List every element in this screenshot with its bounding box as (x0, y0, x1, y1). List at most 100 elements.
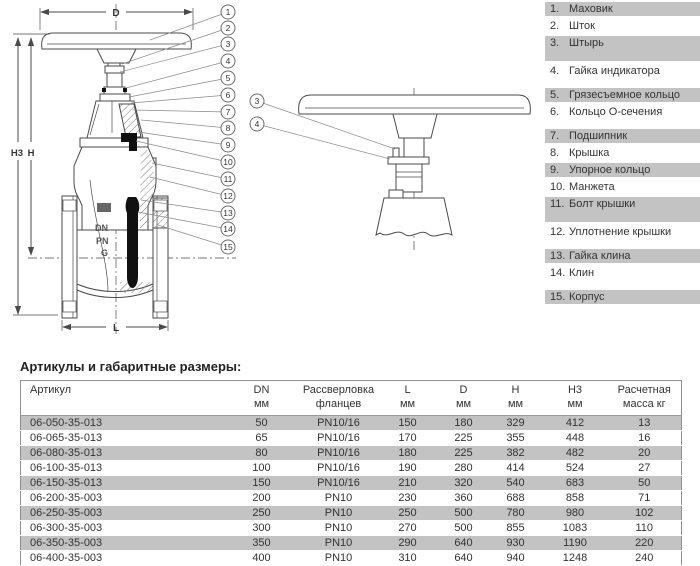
spec-table-cell: PN10 (300, 505, 377, 521)
part-number: 7. (550, 130, 560, 142)
spec-table-cell: 500 (438, 520, 489, 536)
spec-table-cell: 06-150-35-013 (20, 475, 223, 491)
spec-table-cell: PN10/16 (300, 415, 377, 431)
callout-circle (220, 87, 236, 103)
callout-circle (220, 205, 236, 221)
part-number: 5. (550, 89, 560, 101)
callout-circle (220, 70, 236, 86)
spec-table-column-header: Артикул (20, 380, 223, 416)
callout-number: 2 (226, 23, 231, 33)
spec-table-cell: 220 (607, 535, 682, 551)
spec-table-cell: 150 (222, 475, 301, 491)
part-label: Кольцо О-сечения (569, 106, 663, 118)
callout-circle (249, 116, 265, 132)
spec-table-cell: 930 (488, 535, 543, 551)
spec-table-cell: PN10/16 (300, 430, 377, 446)
spec-table-cell: 16 (607, 430, 682, 446)
callout-number: 14 (223, 224, 233, 234)
part-label: Гайка индикатора (569, 65, 660, 77)
parts-list-item: 7.Подшипник (545, 129, 700, 143)
spec-table-cell: 688 (488, 490, 543, 506)
spec-table-cell: 414 (488, 460, 543, 476)
part-label: Корпус (569, 291, 605, 303)
part-number: 13. (550, 250, 566, 262)
parts-list-item: 6.Кольцо О-сечения (545, 105, 700, 119)
spec-table-cell: PN10/16 (300, 475, 377, 491)
parts-list-item: 5.Грязесъемное кольцо (545, 88, 700, 102)
part-label: Штырь (569, 37, 604, 49)
spec-table-cell: 230 (376, 490, 439, 506)
spec-table-cell: 382 (488, 445, 543, 461)
spec-table-cell: 980 (542, 505, 608, 521)
parts-list-item: 15.Корпус (545, 290, 700, 304)
spec-table-cell: 1083 (542, 520, 608, 536)
spec-table-cell: 50 (607, 475, 682, 491)
spec-table-cell: 355 (488, 430, 543, 446)
part-number: 9. (550, 164, 560, 176)
spec-table-cell: 329 (488, 415, 543, 431)
spec-table-cell: 71 (607, 490, 682, 506)
spec-table-cell: PN10 (300, 550, 377, 566)
callout-number: 1 (226, 7, 231, 17)
callout-number: 3 (255, 96, 260, 106)
spec-table-cell: 06-200-35-003 (20, 490, 223, 506)
part-label: Уплотнение крышки (569, 226, 672, 238)
dimension-H3-H (13, 33, 58, 316)
part-number: 8. (550, 147, 560, 159)
body-marking-DN: DN (95, 223, 108, 233)
part-label: Крышка (569, 147, 610, 159)
spec-table-cell: 250 (222, 505, 301, 521)
spec-table-cell: 1190 (542, 535, 608, 551)
spec-table-cell: 250 (376, 505, 439, 521)
spec-table-cell: 400 (222, 550, 301, 566)
spec-table-cell: 855 (488, 520, 543, 536)
callout-number: 11 (224, 174, 233, 184)
spec-table-cell: 210 (376, 475, 439, 491)
spec-table-cell: 180 (376, 445, 439, 461)
spec-table-cell: 20 (607, 445, 682, 461)
dim-label-L: L (113, 323, 119, 334)
parts-list-item: 10.Манжета (545, 180, 700, 194)
spec-table-cell: 858 (542, 490, 608, 506)
part-label: Упорное кольцо (569, 164, 651, 176)
spec-table-cell: 06-400-35-003 (20, 550, 223, 566)
spec-table-cell: 190 (376, 460, 439, 476)
spec-table-cell: 180 (438, 415, 489, 431)
spec-table-cell: 06-100-35-013 (20, 460, 223, 476)
spec-table-cell: PN10 (300, 535, 377, 551)
spec-table-cell: 170 (376, 430, 439, 446)
part-number: 10. (550, 181, 566, 193)
spec-table-cell: 225 (438, 445, 489, 461)
spec-table-cell: 06-350-35-003 (20, 535, 223, 551)
spec-table-cell: 500 (438, 505, 489, 521)
dimension-D (39, 8, 194, 30)
spec-table-cell: 150 (376, 415, 439, 431)
callout-group-detail: 34 (249, 93, 396, 160)
part-number: 14. (550, 267, 566, 279)
part-number: 11. (550, 198, 565, 210)
parts-list-item: 9. Упорное кольцо (545, 163, 700, 177)
callout-circle (220, 120, 236, 136)
wedge (125, 197, 140, 288)
dimension-L (61, 320, 169, 331)
spec-table-cell: 350 (222, 535, 301, 551)
spec-table-cell: 683 (542, 475, 608, 491)
spec-table-cell: 540 (488, 475, 543, 491)
dim-label-D: D (112, 8, 119, 19)
callout-circle (220, 20, 236, 36)
callout-circle (220, 221, 236, 237)
spec-table-cell: 06-050-35-013 (20, 415, 223, 431)
spec-table-cell: 780 (488, 505, 543, 521)
